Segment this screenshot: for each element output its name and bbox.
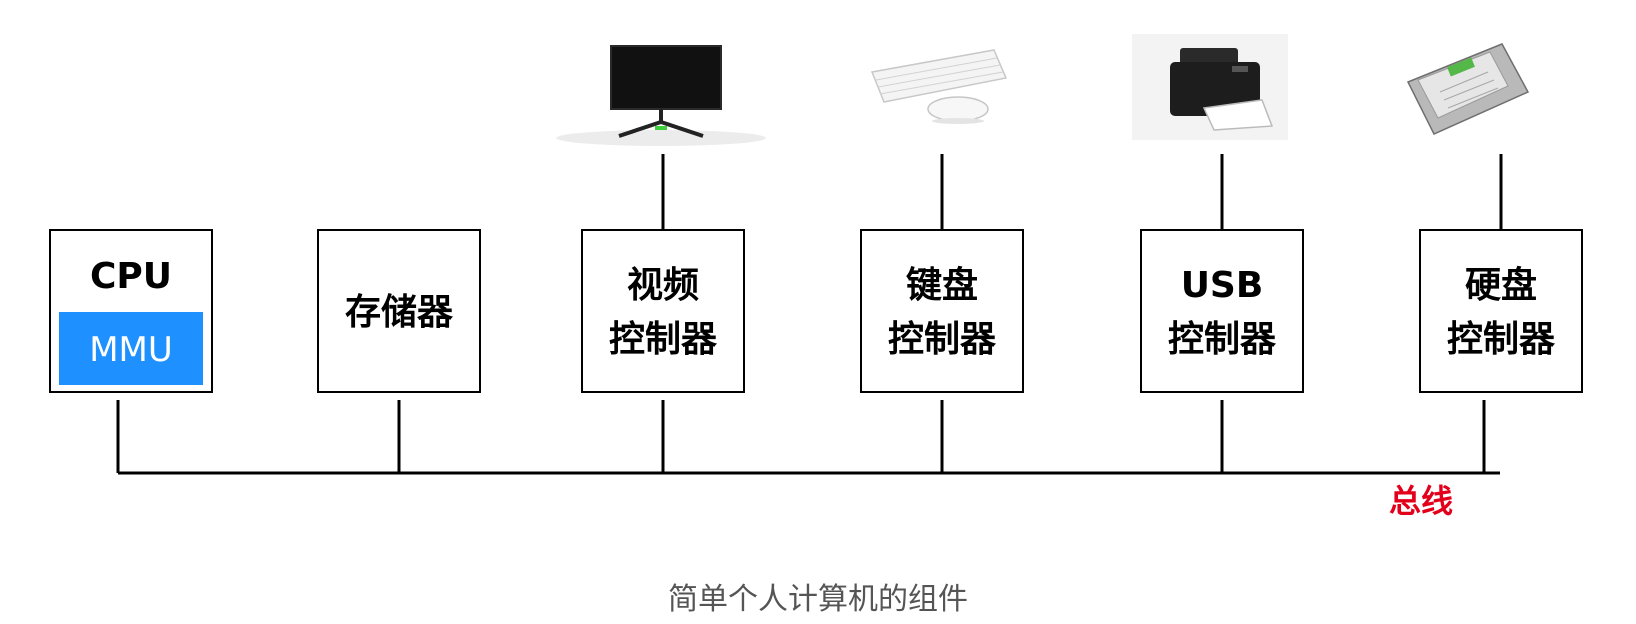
video-label-line-1: 视频	[627, 265, 699, 306]
hard-drive-icon	[1406, 43, 1530, 135]
usb-box	[1140, 229, 1304, 393]
disk-label-line-2: 控制器	[1447, 319, 1556, 360]
keyboard-label-line-1: 键盘	[906, 264, 978, 306]
video-label-line-2: 控制器	[609, 319, 718, 360]
usb-label-line-2: 控制器	[1168, 319, 1277, 360]
figure-caption: 简单个人计算机的组件	[668, 582, 968, 617]
video-box	[581, 229, 745, 393]
disk-label-line-1: 硬盘	[1465, 264, 1537, 306]
memory-box	[317, 229, 481, 393]
keyboard-label-line-2: 控制器	[888, 319, 997, 360]
cpu-label: CPU	[90, 256, 172, 297]
devices-row	[556, 34, 1530, 146]
device-connector-lines	[661, 154, 1503, 230]
keyboard-mouse-icon	[870, 49, 1008, 124]
bus-connector-lines	[116, 400, 1486, 473]
bus-label: 总线	[1389, 482, 1453, 520]
usb-label-line-1: USB	[1181, 265, 1264, 306]
memory-label-line-1: 存储器	[345, 292, 454, 333]
mmu-label: MMU	[89, 330, 173, 370]
mmu-box	[59, 312, 203, 385]
disk-box	[1419, 229, 1583, 393]
printer-icon	[1132, 34, 1288, 140]
monitor-icon	[556, 45, 766, 146]
keyboard-box	[860, 229, 1024, 393]
